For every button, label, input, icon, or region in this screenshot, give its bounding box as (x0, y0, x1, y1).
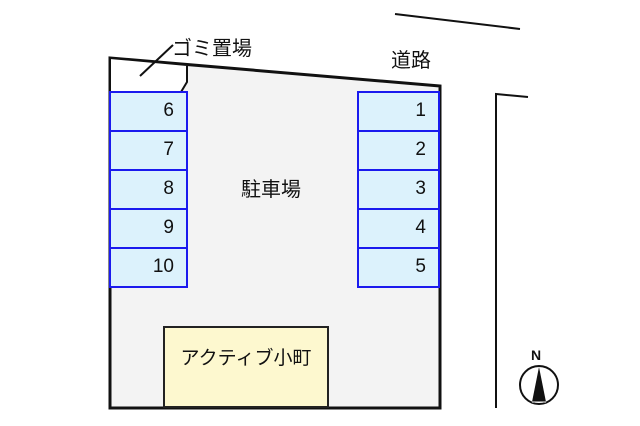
parking-lot-label: 駐車場 (241, 177, 301, 201)
road-edge-right (495, 92, 529, 408)
road-edge-top (394, 13, 521, 30)
parking-slot-7[interactable]: 7 (109, 130, 188, 171)
parking-slot-5[interactable]: 5 (357, 247, 440, 288)
parking-slot-2[interactable]: 2 (357, 130, 440, 171)
garbage-leader-line (139, 44, 174, 77)
parking-slot-1[interactable]: 1 (357, 91, 440, 132)
parking-slot-9[interactable]: 9 (109, 208, 188, 249)
road-label: 道路 (391, 48, 431, 72)
parking-slot-4[interactable]: 4 (357, 208, 440, 249)
north-label: N (531, 347, 542, 363)
north-arrow-icon (519, 365, 559, 405)
building-active-komachi: アクティブ小町 (163, 326, 329, 408)
parking-slot-3[interactable]: 3 (357, 169, 440, 210)
parking-slot-10[interactable]: 10 (109, 247, 188, 288)
parking-slot-8[interactable]: 8 (109, 169, 188, 210)
garbage-area (109, 56, 188, 93)
garbage-area-label: ゴミ置場 (172, 36, 252, 60)
parking-slot-6[interactable]: 6 (109, 91, 188, 132)
